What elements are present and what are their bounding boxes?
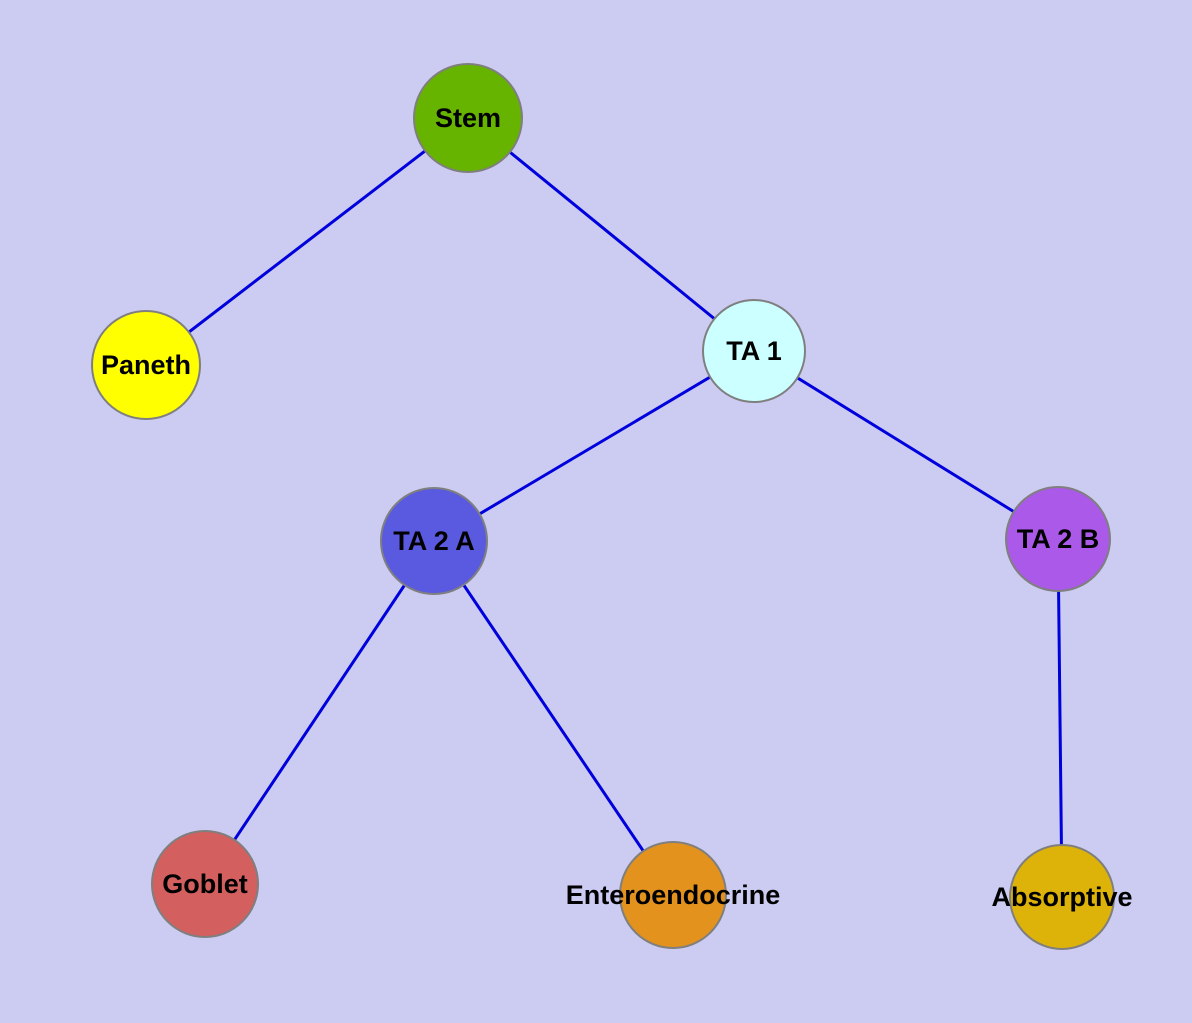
edge-stem-paneth <box>145 116 469 367</box>
node-absorptive[interactable] <box>1009 844 1115 950</box>
edge-stem-ta1 <box>467 116 755 353</box>
node-paneth[interactable] <box>91 310 201 420</box>
edge-ta1-ta2a <box>433 349 755 543</box>
node-stem[interactable] <box>413 63 523 173</box>
node-goblet[interactable] <box>151 830 259 938</box>
edge-ta2b-absorptive <box>1056 538 1064 898</box>
node-ta1[interactable] <box>702 299 806 403</box>
edge-ta2a-enteroendocrine <box>432 540 675 896</box>
node-enteroendocrine[interactable] <box>619 841 727 949</box>
edge-ta2a-goblet <box>203 540 436 885</box>
node-ta2a[interactable] <box>380 487 488 595</box>
node-ta2b[interactable] <box>1005 486 1111 592</box>
edge-ta1-ta2b <box>753 349 1059 541</box>
